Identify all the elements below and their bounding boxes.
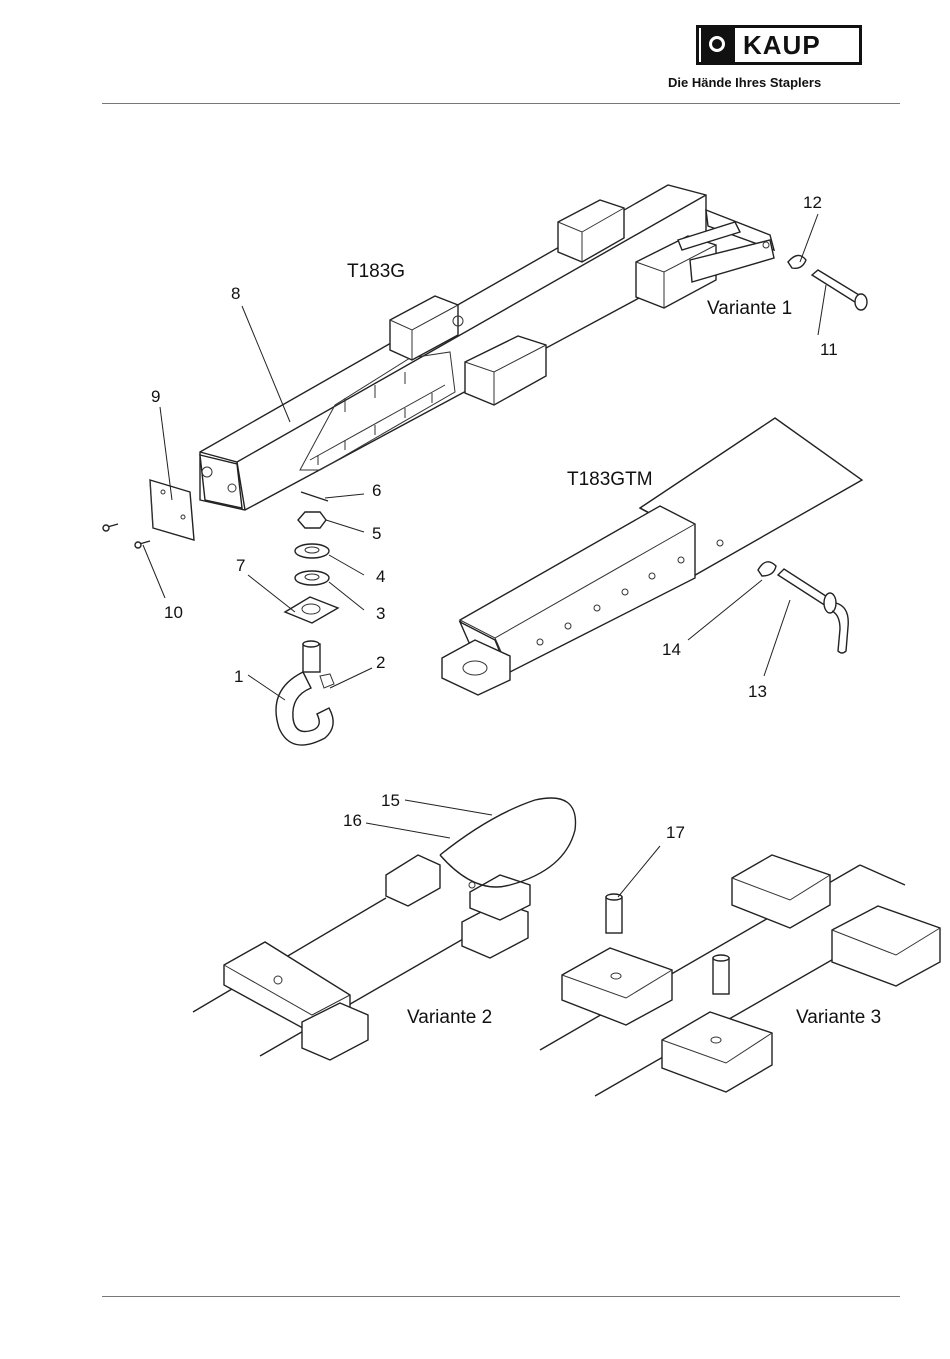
callout-6: 6 — [372, 481, 381, 500]
variante-2-drawing — [193, 798, 576, 1060]
variant-label-2: Variante 2 — [407, 1007, 492, 1028]
callout-3: 3 — [376, 604, 385, 623]
beam-t183g-drawing — [200, 185, 774, 510]
callout-1: 1 — [234, 667, 243, 686]
callout-14: 14 — [662, 640, 681, 659]
pin-13-drawing — [778, 569, 848, 653]
callout-10: 10 — [164, 603, 183, 622]
callout-13: 13 — [748, 682, 767, 701]
model-label-t183g: T183G — [347, 261, 405, 282]
callout-17: 17 — [666, 823, 685, 842]
pin-11-drawing — [812, 270, 867, 310]
variant-label-1: Variante 1 — [707, 298, 792, 319]
hook-assembly-drawing — [276, 492, 338, 745]
variante-3-drawing — [540, 855, 940, 1096]
callout-8: 8 — [231, 284, 240, 303]
beam-t183gtm-drawing — [442, 418, 862, 695]
clip-14-drawing — [758, 562, 776, 576]
callout-2: 2 — [376, 653, 385, 672]
variant-label-3: Variante 3 — [796, 1007, 881, 1028]
model-label-t183gtm: T183GTM — [567, 469, 653, 490]
callout-15: 15 — [381, 791, 400, 810]
callout-9: 9 — [151, 387, 160, 406]
callout-16: 16 — [343, 811, 362, 830]
callout-5: 5 — [372, 524, 381, 543]
end-plate-9-drawing — [150, 480, 194, 540]
callout-7: 7 — [236, 556, 245, 575]
callout-12: 12 — [803, 193, 822, 212]
callout-4: 4 — [376, 567, 385, 586]
clip-12-drawing — [788, 255, 806, 268]
screws-10-drawing — [103, 524, 150, 548]
callout-11: 11 — [820, 340, 838, 359]
